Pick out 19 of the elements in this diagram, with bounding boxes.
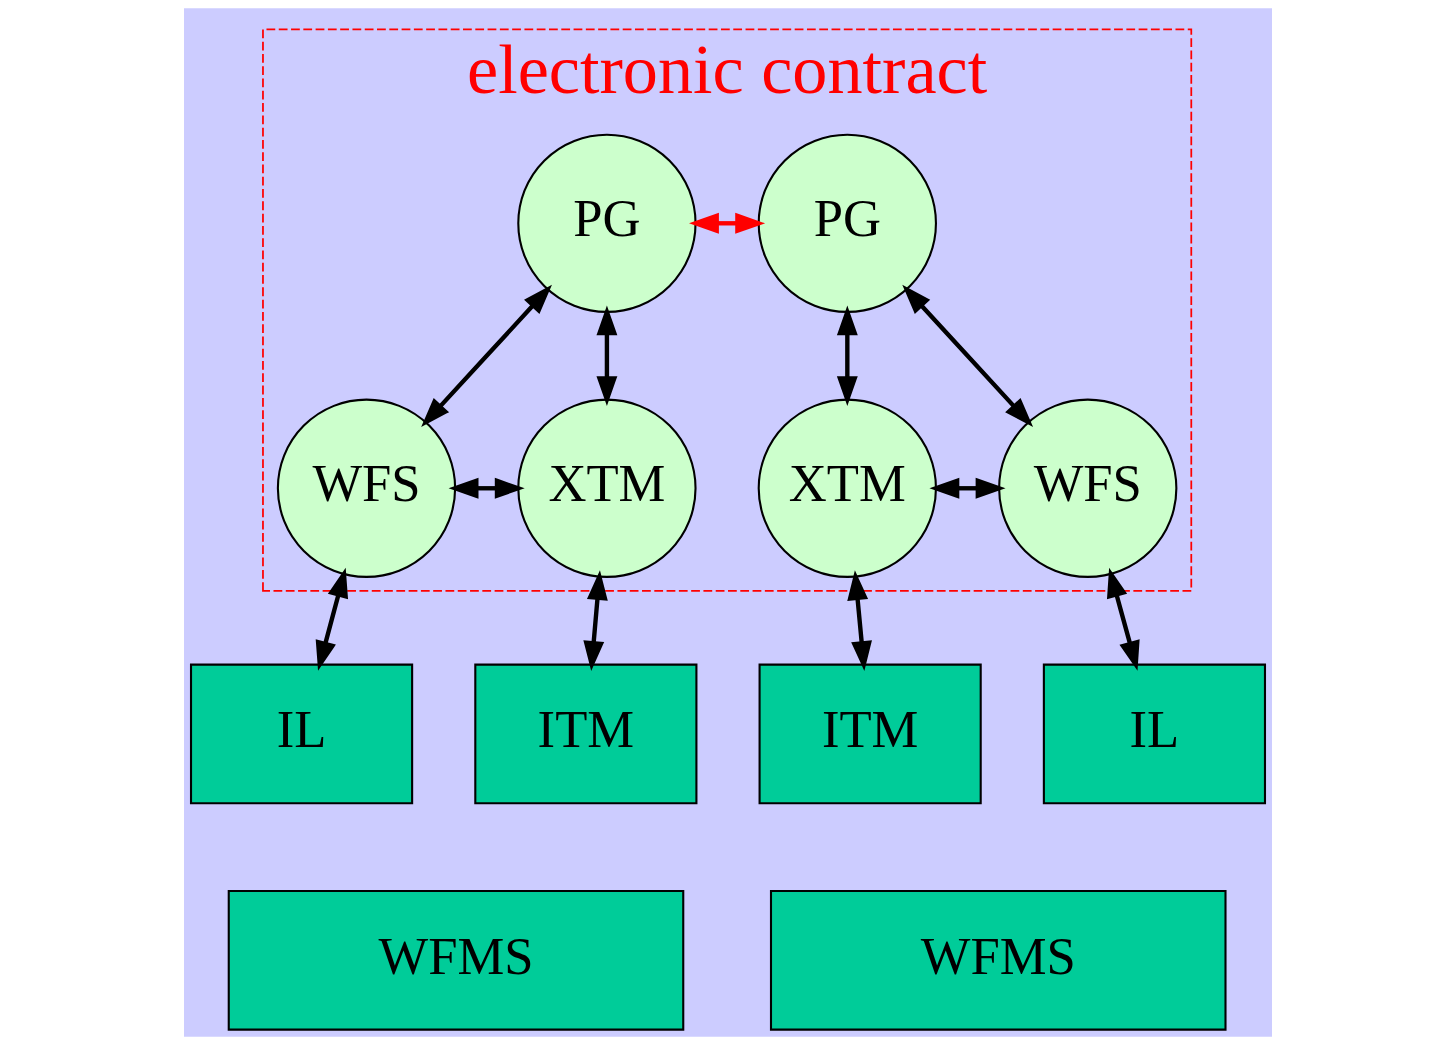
arrow: [901, 284, 1033, 428]
arrow: [688, 212, 765, 234]
arrow: [595, 305, 617, 407]
node-circle: XTM: [757, 398, 937, 578]
node-circle: XTM: [516, 398, 697, 578]
arrow: [448, 477, 525, 499]
arrow: [1106, 567, 1140, 671]
arrow: [836, 305, 858, 407]
arrow: [420, 284, 552, 428]
node-box: WFMS: [769, 889, 1227, 1031]
node-box: ITM: [473, 663, 697, 805]
node-box: WFMS: [227, 889, 684, 1031]
arrow: [582, 570, 608, 671]
arrow: [846, 570, 872, 671]
node-box: IL: [1042, 663, 1266, 805]
arrow: [928, 477, 1006, 499]
node-box: ITM: [758, 663, 982, 805]
node-box: IL: [189, 663, 413, 805]
arrow: [315, 567, 348, 671]
